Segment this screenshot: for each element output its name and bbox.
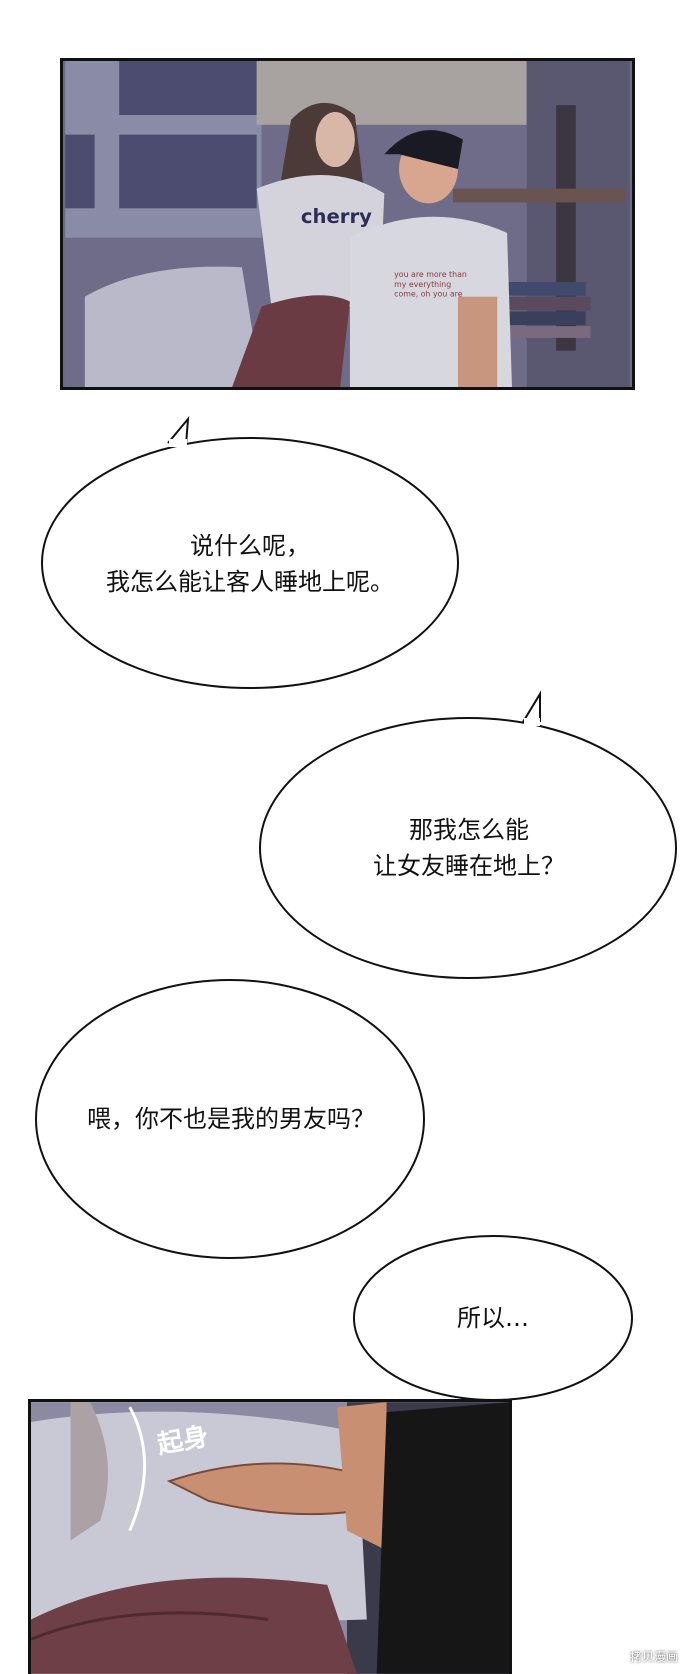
speech-bubble-2-text: 那我怎么能 让女友睡在地上？ bbox=[373, 816, 565, 880]
speech-bubble-2-shape bbox=[259, 690, 677, 979]
shirt-small-text: you are more than my everything come, oh… bbox=[394, 270, 469, 299]
speech-bubble-1: 说什么呢， 我怎么能让客人睡地上呢。 bbox=[40, 415, 460, 690]
speech-bubble-1-text: 说什么呢， 我怎么能让客人睡地上呢。 bbox=[106, 532, 394, 596]
speech-bubble-3: 喂，你不也是我的男友吗？ bbox=[34, 978, 428, 1263]
speech-bubble-4: 所以… bbox=[352, 1234, 634, 1404]
comic-panel-top: cherry you are more than my everything c… bbox=[60, 58, 635, 390]
speech-bubble-1-shape bbox=[41, 415, 459, 689]
speech-bubble-2: 那我怎么能 让女友睡在地上？ bbox=[258, 690, 680, 980]
watermark: 拷贝漫画 bbox=[629, 1650, 678, 1664]
speech-bubble-4-text: 所以… bbox=[457, 1304, 529, 1332]
comic-panel-bottom: 起身 bbox=[28, 1399, 512, 1674]
panel-bottom-art: 起身 bbox=[31, 1402, 509, 1674]
shirt-text-cherry: cherry bbox=[301, 205, 372, 228]
speech-bubble-3-shape bbox=[35, 979, 425, 1259]
panel-top-art: cherry you are more than my everything c… bbox=[65, 61, 630, 387]
speech-bubble-3-text: 喂，你不也是我的男友吗？ bbox=[87, 1105, 375, 1133]
